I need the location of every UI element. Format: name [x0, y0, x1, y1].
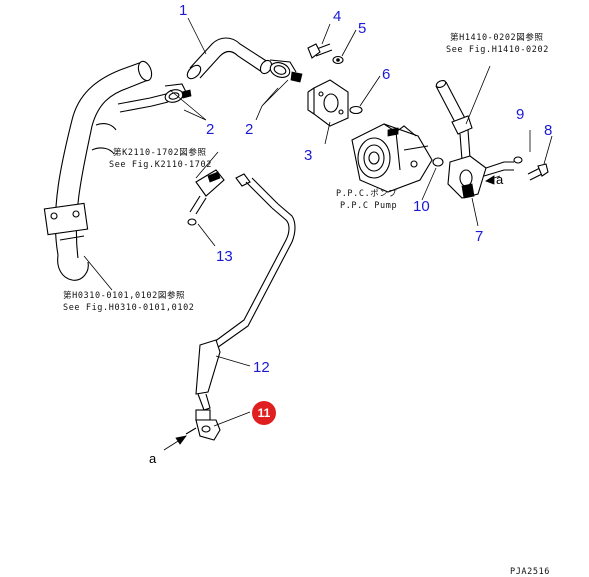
bolt-8	[527, 163, 549, 181]
fitting-13	[187, 169, 225, 226]
callout-2-left: 2	[206, 121, 214, 138]
right-hose	[435, 80, 473, 161]
note-h1410-en: See Fig.H1410-0202	[446, 45, 549, 55]
leader-lines	[83, 17, 553, 427]
note-k2110-en: See Fig.K2110-1702	[109, 160, 212, 170]
washer-5	[332, 55, 344, 65]
callout-7: 7	[475, 228, 483, 245]
note-ppc-jp: P.P.C.ポンプ	[336, 189, 397, 199]
callout-2-right: 2	[245, 121, 253, 138]
callout-9: 9	[516, 106, 524, 123]
note-ppc-en: P.P.C Pump	[340, 201, 397, 211]
callout-1: 1	[179, 2, 187, 19]
hose-1	[186, 37, 273, 80]
highlight-circle	[252, 401, 276, 425]
note-h0310-en: See Fig.H0310-0101,0102	[63, 303, 195, 313]
clamp-right	[269, 59, 303, 83]
drawing-id: PJA2516	[510, 567, 550, 577]
flange-3	[307, 79, 349, 127]
note-h0310-jp: 第H0310-0101,0102図参照	[63, 290, 185, 301]
note-h1410-jp: 第H1410-0202図参照	[450, 32, 544, 43]
o-ring-10	[432, 157, 444, 167]
callout-8: 8	[544, 122, 552, 139]
tube-12	[195, 173, 296, 411]
callout-11: 11	[258, 406, 271, 420]
reference-notes: 第H1410-0202図参照 See Fig.H1410-0202 第K2110…	[63, 32, 549, 313]
callout-12: 12	[253, 359, 270, 376]
elbow-11	[185, 409, 221, 441]
arrow-a-right	[485, 175, 501, 185]
mark-a-right: a	[496, 172, 504, 187]
mark-a-left: a	[149, 451, 157, 466]
bolt-4	[307, 43, 333, 59]
callout-4: 4	[333, 8, 341, 25]
connector-7	[447, 155, 514, 199]
callout-6: 6	[382, 66, 390, 83]
callouts: 1 2 2 3 4 5 6 7 8 9 10 12 13	[179, 2, 552, 376]
arrow-a-left	[163, 435, 187, 451]
o-ring-6	[349, 105, 363, 115]
callout-5: 5	[358, 20, 366, 37]
callout-10: 10	[413, 198, 430, 215]
callout-3: 3	[304, 147, 312, 164]
washer-9	[513, 156, 523, 164]
callout-11-highlight: 11	[252, 401, 276, 425]
clamp-left	[164, 83, 192, 103]
note-k2110-jp: 第K2110-1702図参照	[113, 147, 207, 158]
left-hose-assembly	[43, 60, 169, 281]
ppc-pump	[351, 123, 433, 193]
callout-13: 13	[216, 248, 233, 265]
